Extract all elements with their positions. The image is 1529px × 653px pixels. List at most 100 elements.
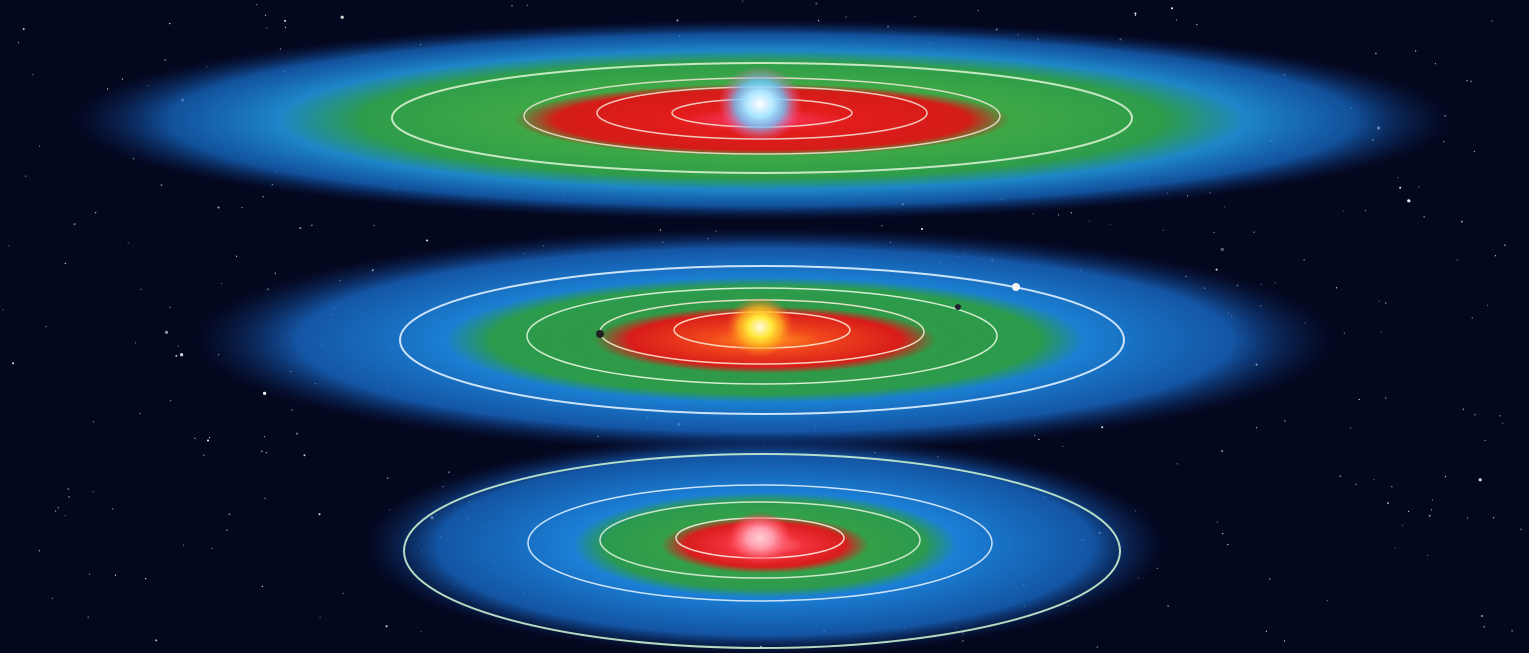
star-dot [135, 342, 137, 344]
star-dot [1156, 567, 1158, 569]
star-dot [1342, 210, 1344, 212]
star-dot [1499, 415, 1501, 417]
star-dot [1520, 528, 1522, 530]
star-dot [203, 454, 205, 456]
star-dot [1427, 554, 1429, 557]
star-dot [263, 436, 265, 438]
star-dot [318, 513, 321, 516]
star-dot [1431, 509, 1433, 511]
star-dot [236, 255, 238, 257]
system-cool-star [365, 435, 1165, 653]
star-dot [914, 16, 916, 18]
star-dot [1394, 547, 1396, 550]
bot-orbit-2 [599, 501, 921, 579]
star-dot [262, 196, 264, 198]
star-dot [221, 282, 223, 285]
planet-earthlike [955, 304, 961, 310]
star-dot [1350, 427, 1352, 429]
star-dot [1355, 483, 1357, 485]
star-dot [274, 272, 276, 274]
star-dot [1221, 450, 1224, 452]
star-dot [160, 184, 163, 187]
star-dot [194, 437, 196, 439]
star-dot [264, 14, 267, 16]
star-dot [385, 625, 388, 628]
star-dot [1478, 478, 1482, 482]
star-dot [319, 616, 321, 618]
star-dot [1213, 231, 1215, 233]
star-dot [1408, 510, 1410, 512]
star-dot [311, 224, 313, 226]
star-dot [1492, 517, 1495, 519]
star-dot [284, 19, 286, 22]
star-dot [1260, 283, 1262, 285]
star-dot [181, 354, 183, 356]
star-dot [155, 639, 158, 642]
system-hot-star [72, 20, 1452, 220]
star-dot [1171, 7, 1174, 10]
star-dot [170, 400, 172, 402]
star-dot [54, 510, 57, 512]
star-dot [1364, 210, 1367, 212]
star-dot [1502, 422, 1504, 424]
star-dot [1378, 300, 1380, 302]
star-dot [169, 23, 171, 25]
star-dot [95, 212, 97, 214]
star-dot [1196, 24, 1198, 26]
star-dot [1167, 605, 1169, 607]
star-dot [1399, 186, 1402, 189]
star-dot [73, 223, 76, 226]
star-dot [1391, 486, 1393, 488]
star-dot [1443, 141, 1445, 143]
planet-inner [596, 330, 604, 338]
star-dot [87, 616, 89, 618]
star-dot [92, 491, 94, 493]
star-dot [39, 145, 41, 147]
star-dot [265, 452, 267, 454]
star-dot [1134, 12, 1137, 15]
star-dot [1466, 80, 1468, 82]
star-dot [291, 409, 293, 411]
system-sun-like-star [195, 228, 1335, 452]
star-dot [8, 245, 10, 247]
star-dot [169, 306, 171, 308]
star-dot [1504, 244, 1506, 246]
bot-orbit-4 [403, 453, 1121, 649]
star-dot [1375, 52, 1377, 55]
star-dot [1407, 199, 1411, 203]
mid-orbit-4 [399, 265, 1125, 415]
star-dot [1511, 629, 1514, 632]
star-dot [1358, 398, 1360, 401]
star-dot [921, 228, 923, 230]
star-dot [1162, 229, 1164, 231]
star-dot [1456, 259, 1458, 261]
sun-like-star [726, 297, 794, 357]
star-dot [208, 437, 211, 439]
star-dot [112, 508, 114, 510]
star-dot [1434, 63, 1436, 65]
star-dot [1216, 521, 1218, 523]
star-dot [1470, 80, 1472, 82]
mid-orbit-3 [526, 287, 998, 385]
star-dot [92, 421, 95, 423]
star-dot [217, 206, 220, 209]
star-dot [121, 78, 123, 80]
star-dot [448, 471, 450, 474]
star-dot [22, 28, 25, 31]
star-dot [25, 175, 27, 177]
star-dot [1269, 578, 1271, 580]
star-dot [67, 488, 70, 491]
star-dot [1461, 220, 1463, 223]
star-dot [511, 5, 513, 7]
star-dot [742, 0, 744, 2]
star-dot [1418, 186, 1420, 188]
star-dot [1284, 420, 1286, 422]
star-dot [1397, 177, 1399, 179]
star-dot [1224, 206, 1226, 208]
star-dot [12, 362, 15, 365]
star-dot [164, 330, 169, 334]
star-dot [2, 309, 4, 311]
star-dot [164, 59, 166, 61]
star-dot [1373, 479, 1375, 481]
star-dot [1215, 268, 1218, 271]
